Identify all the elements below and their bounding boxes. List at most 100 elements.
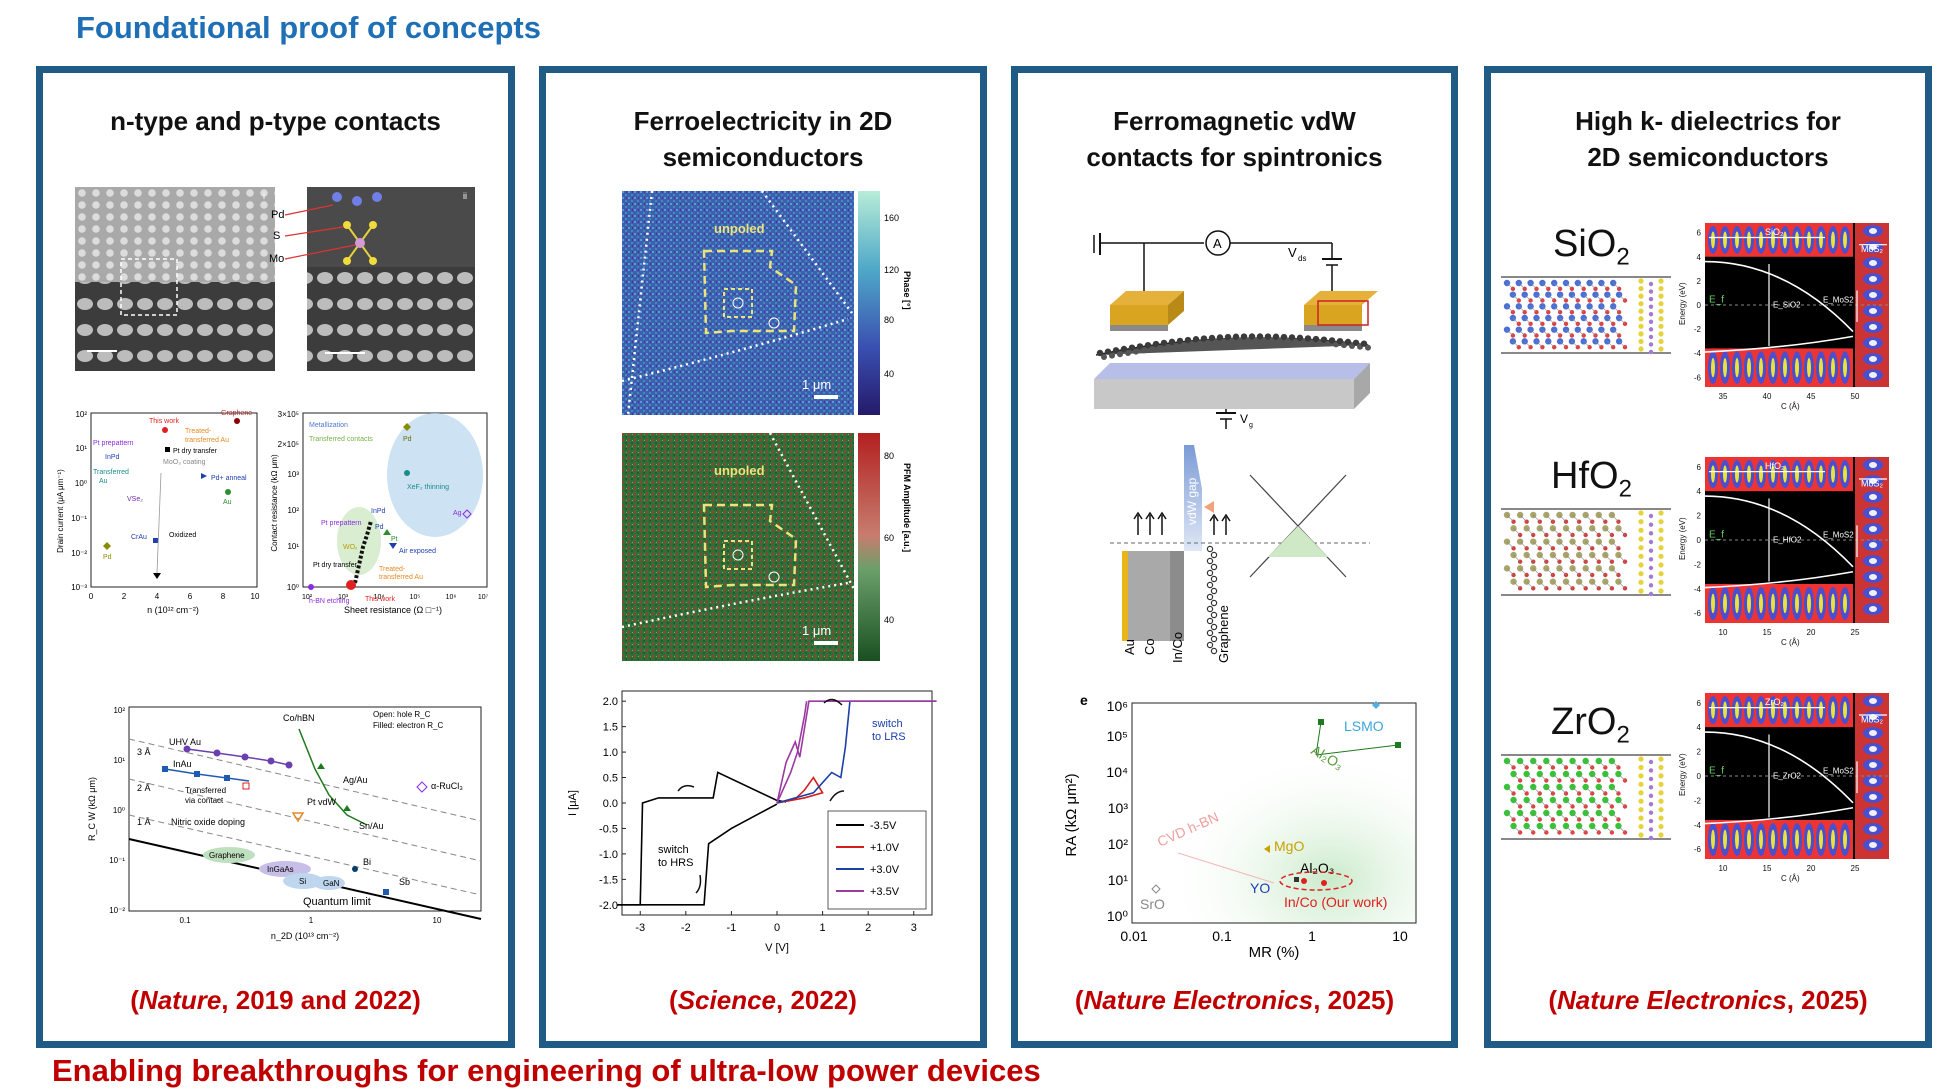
graphene-atom: [1213, 338, 1219, 345]
band-state-core: [1807, 701, 1811, 719]
annot: InPd: [371, 508, 386, 515]
graphene-atom: [1304, 335, 1312, 342]
bond: [1612, 306, 1620, 313]
bond: [1572, 812, 1580, 820]
oxide-name: HfO: [1551, 455, 1619, 497]
bond: [1592, 825, 1599, 833]
annot: This work: [149, 418, 179, 425]
molybdenum-atom: [1648, 281, 1654, 287]
bond: [1578, 581, 1586, 589]
annot: Pt dry transfer: [173, 448, 218, 455]
graphene-atom: [1352, 339, 1360, 346]
bond: [1595, 317, 1602, 325]
graphene-chain-atom: [1210, 587, 1218, 595]
bond: [1546, 514, 1554, 522]
annot: This work: [365, 596, 395, 603]
bond: [1533, 514, 1540, 522]
bond: [1577, 282, 1584, 290]
bond: [1506, 760, 1514, 768]
mos2-state-core: [1869, 778, 1877, 784]
bond: [1571, 294, 1579, 301]
bond: [1513, 581, 1521, 589]
sulfur-atom: [1638, 764, 1644, 771]
mos2-state-core: [1869, 826, 1877, 832]
annot: InPd: [105, 454, 120, 461]
mos2-state-core: [1869, 606, 1877, 612]
graphene-atom: [1288, 334, 1296, 341]
graphene-atom: [1160, 339, 1168, 347]
bond: [1548, 317, 1555, 325]
mos2-state-core: [1869, 542, 1877, 548]
panel-ferroelectricity: Ferroelectricity in 2D semiconductors: [539, 66, 987, 1048]
bond: [1524, 294, 1531, 301]
annot: Oxidized: [169, 532, 196, 539]
bond: [1559, 294, 1567, 301]
band-xtick: 10: [1719, 864, 1728, 873]
vdw-gap-label: vdW gap: [1185, 477, 1199, 525]
graphene-atom: [1120, 345, 1128, 353]
graphene-chain-atom: [1210, 563, 1218, 571]
annot: Transferred: [185, 786, 226, 795]
bond: [1559, 812, 1567, 820]
plot-a-xtick: 2: [122, 592, 127, 601]
bond: [1589, 329, 1596, 336]
panel-title: Ferroelectricity in 2D semiconductors: [546, 103, 980, 175]
oxide-gap-label: E_HfO2: [1773, 535, 1802, 544]
bond: [1513, 554, 1521, 562]
annot: InGaAs: [267, 865, 294, 874]
bond: [1552, 773, 1560, 781]
annot: VSe₂: [127, 496, 143, 503]
graphene-chain-atom: [1210, 611, 1218, 619]
bond: [1512, 341, 1520, 348]
band-state-core: [1711, 701, 1715, 719]
annot: Ag/Au: [343, 775, 368, 785]
sulfur-atom: [1658, 536, 1664, 542]
stem-label-i: i: [263, 191, 265, 201]
band-xtick: 15: [1763, 628, 1772, 637]
sulfur-atom: [1658, 807, 1664, 813]
band-ytick: -2: [1694, 560, 1702, 569]
band-state-core: [1747, 465, 1751, 483]
annot: GaN: [323, 879, 340, 888]
mos2-state-core: [1869, 558, 1877, 564]
bond: [1585, 786, 1593, 794]
band-state-core: [1795, 593, 1799, 614]
graphene-atom: [1101, 354, 1107, 360]
band-state-core: [1807, 465, 1811, 483]
panel-citation: (Nature Electronics, 2025): [1074, 985, 1395, 1015]
graphene-atom: [1125, 349, 1131, 356]
bond: [1559, 786, 1567, 794]
band-ytick: 2: [1697, 277, 1702, 286]
bond: [1611, 812, 1619, 820]
mos2-state-core: [1869, 590, 1877, 596]
plot-a-ytick: 10⁻²: [71, 549, 87, 558]
bond: [1612, 282, 1620, 290]
ra-ytick: 10³: [1108, 800, 1129, 816]
map-label: unpoled: [714, 221, 765, 236]
bond: [1546, 541, 1554, 549]
iv-ytick: -2.0: [599, 900, 618, 912]
bond: [1506, 541, 1514, 549]
sulfur-atom: [1658, 773, 1664, 779]
bond: [1571, 341, 1579, 348]
stem-label-ii: ii: [463, 191, 467, 201]
scale-bar-label: 1 μm: [802, 377, 831, 392]
annot: transferred Au: [379, 574, 423, 581]
graphene-chain-atom: [1210, 635, 1218, 643]
annot: Sn/Au: [359, 821, 384, 831]
bond: [1601, 306, 1608, 313]
band-mos2-label: MoS₂: [1861, 244, 1884, 254]
bond: [1506, 329, 1514, 336]
mos2-state-core: [1869, 842, 1877, 848]
band-state-core: [1795, 358, 1799, 378]
graphene-atom: [1256, 333, 1264, 340]
graphene-atom: [1208, 334, 1216, 342]
sulfur-atom: [1638, 773, 1644, 779]
band-state-core: [1735, 701, 1739, 719]
colorbar-tick: 160: [884, 213, 899, 223]
molybdenum-atom: [1648, 565, 1654, 571]
sulfur-atom: [1638, 331, 1644, 337]
sulfur-atom: [1658, 798, 1664, 804]
band-state-core: [1819, 593, 1823, 614]
